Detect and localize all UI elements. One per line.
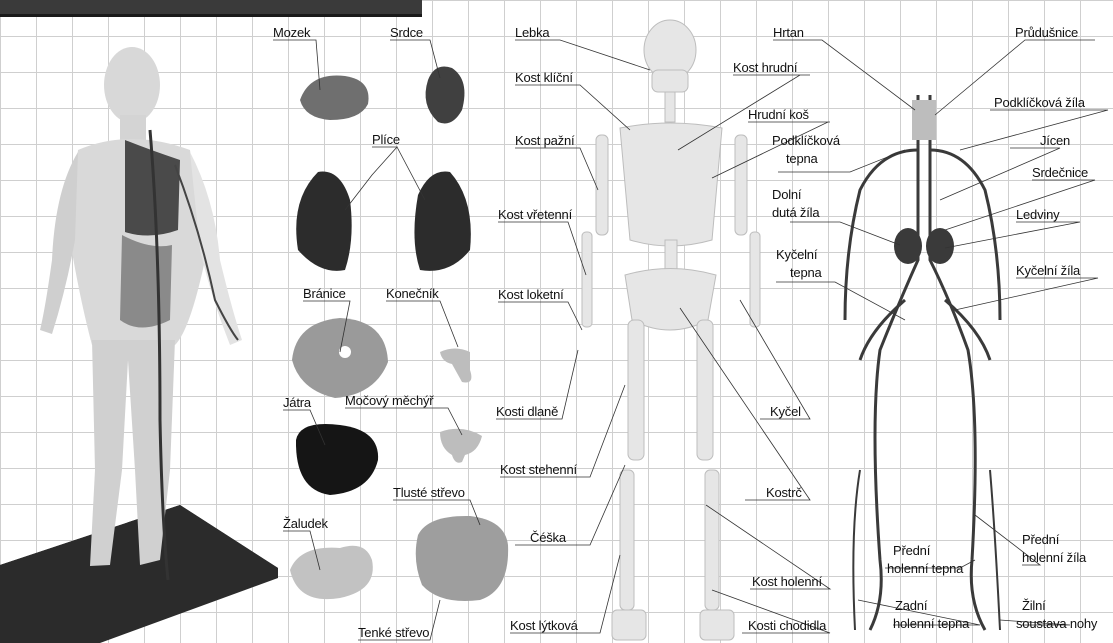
stomach-shape <box>290 546 373 599</box>
label-liver: Játra <box>283 396 311 410</box>
model-right-arm <box>40 152 78 334</box>
label-leg-veins-line1: Žilní <box>1022 599 1046 613</box>
label-heart: Srdce <box>390 26 423 40</box>
label-small-intestine: Tenké střevo <box>358 626 429 640</box>
label-iliac-artery-line2: tepna <box>790 266 822 280</box>
label-coccyx: Kostrč <box>766 486 802 500</box>
label-rectum: Konečník <box>386 287 439 301</box>
liver-shape <box>296 424 378 495</box>
rectum-shape <box>440 349 471 383</box>
label-humerus: Kost pažní <box>515 134 574 148</box>
trachea-shape <box>912 100 936 140</box>
label-ribcage: Hrudní koš <box>748 108 809 122</box>
label-brain: Mozek <box>273 26 310 40</box>
kidney-right <box>926 228 954 264</box>
lung-right-shape <box>414 171 470 270</box>
label-esophagus: Jícen <box>1040 134 1070 148</box>
label-stomach: Žaludek <box>283 517 328 531</box>
label-patella: Čéška <box>530 531 566 545</box>
label-vena-cava-line1: Dolní <box>772 188 801 202</box>
label-large-intestine: Tlusté střevo <box>393 486 465 500</box>
label-kidneys: Ledviny <box>1016 208 1059 222</box>
label-clavicle: Kost klíční <box>515 71 573 85</box>
label-subclavian-artery-line1: Podklíčková <box>772 134 840 148</box>
label-posterior-tibial-artery-line1: Zadní <box>895 599 927 613</box>
label-subclavian-vein: Podklíčková žíla <box>994 96 1085 110</box>
label-ulna: Kost loketní <box>498 288 564 302</box>
label-iliac-vein: Kyčelní žíla <box>1016 264 1080 278</box>
label-posterior-tibial-artery-line2: holenní tepna <box>893 617 969 631</box>
label-lungs: Plíce <box>372 133 400 147</box>
kidney-left <box>894 228 922 264</box>
skeleton <box>582 20 760 640</box>
label-femur: Kost stehenní <box>500 463 577 477</box>
model-intestines <box>120 235 172 328</box>
heart-shape <box>426 67 465 124</box>
label-bladder: Močový měchýř <box>345 394 433 408</box>
diaphragm-shape <box>292 318 388 398</box>
label-anterior-tibial-artery-line1: Přední <box>893 544 930 558</box>
label-anterior-tibial-artery-line2: holenní tepna <box>887 562 963 576</box>
label-trachea: Průdušnice <box>1015 26 1078 40</box>
label-metacarpals: Kosti dlaně <box>496 405 558 419</box>
label-larynx: Hrtan <box>773 26 804 40</box>
brain-shape <box>300 76 369 121</box>
label-sternum: Kost hrudní <box>733 61 797 75</box>
lung-left-shape <box>296 172 351 271</box>
label-anterior-tibial-vein-line2: holenní žíla <box>1022 551 1086 565</box>
label-radius: Kost vřetenní <box>498 208 572 222</box>
label-diaphragm: Bránice <box>303 287 346 301</box>
label-tibia: Kost holenní <box>752 575 822 589</box>
label-subclavian-artery-line2: tepna <box>786 152 818 166</box>
anatomy-model <box>0 47 278 643</box>
label-iliac-artery-line1: Kyčelní <box>776 248 817 262</box>
model-head <box>104 47 160 123</box>
label-skull: Lebka <box>515 26 549 40</box>
label-leg-veins-line2: soustava nohy <box>1016 617 1097 631</box>
inset-image-corner <box>0 0 422 16</box>
label-aorta: Srdečnice <box>1032 166 1088 180</box>
label-foot-bones: Kosti chodidla <box>748 619 826 633</box>
label-fibula: Kost lýtková <box>510 619 578 633</box>
large-intestine-shape <box>416 516 508 601</box>
label-hip: Kyčel <box>770 405 801 419</box>
label-vena-cava-line2: dutá žíla <box>772 206 819 220</box>
label-anterior-tibial-vein-line1: Přední <box>1022 533 1059 547</box>
